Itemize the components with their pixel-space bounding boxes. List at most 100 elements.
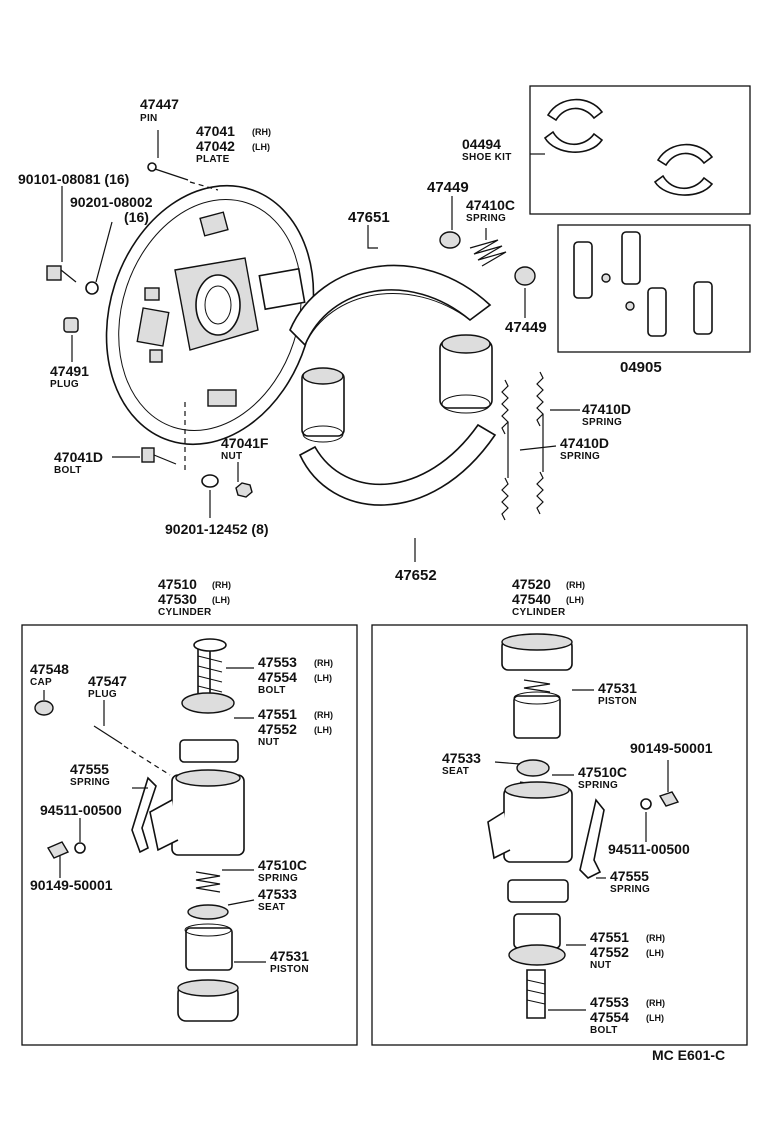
lc-h1-num: 47510: [158, 576, 197, 592]
repair-kit-illustration: [573, 231, 713, 337]
shoe-kit-box: [529, 85, 751, 215]
rc-h1-side: (RH): [566, 580, 585, 590]
rc-47531-name: PISTON: [598, 696, 637, 707]
label-47410d2-num: 47410D: [560, 435, 609, 451]
return-springs-47410d: [501, 371, 544, 521]
rc-47510c-num: 47510C: [578, 764, 627, 780]
rc-47555-name: SPRING: [610, 884, 650, 895]
label-47410d1-name: SPRING: [582, 417, 622, 428]
lc-47555-num: 47555: [70, 761, 109, 777]
rc-47552-num: 47552: [590, 944, 629, 960]
rc-h1-num: 47520: [512, 576, 551, 592]
label-47447-name: PIN: [140, 113, 158, 124]
brake-shoe-upper-47651: [289, 264, 492, 347]
right-cylinder-exploded: [487, 633, 573, 1019]
label-47041-side: (RH): [252, 127, 271, 137]
wheel-cylinder-left: [301, 367, 345, 443]
washer-94511-right: [640, 798, 652, 810]
rc-h2-side: (LH): [566, 595, 584, 605]
label-90201a-qty: (16): [124, 209, 149, 225]
lc-h2-side: (LH): [212, 595, 230, 605]
label-47449b: 47449: [505, 319, 547, 336]
label-47041d-num: 47041D: [54, 449, 103, 465]
lc-94511: 94511-00500: [40, 802, 122, 818]
lc-47551-num: 47551: [258, 706, 297, 722]
label-47449a: 47449: [427, 179, 469, 196]
label-47410c-num: 47410C: [466, 197, 515, 213]
right-cylinder-box: [371, 624, 748, 1046]
cap-47548: [34, 700, 54, 716]
lc-47547-num: 47547: [88, 673, 127, 689]
pin-47447: [147, 162, 219, 191]
lc-47533-num: 47533: [258, 886, 297, 902]
rc-47552-name: NUT: [590, 960, 611, 971]
rc-94511: 94511-00500: [608, 841, 690, 857]
rc-90149: 90149-50001: [630, 740, 713, 756]
spring-clip-47555-left: [131, 776, 157, 854]
lc-h2-name: CYLINDER: [158, 607, 212, 618]
label-04494-name: SHOE KIT: [462, 152, 512, 163]
plug-47547: [93, 725, 171, 776]
lc-47555-name: SPRING: [70, 777, 110, 788]
left-cylinder-box: [21, 624, 358, 1046]
rc-47552-side: (LH): [646, 948, 664, 958]
label-04494-num: 04494: [462, 136, 501, 152]
brake-shoe-lower-47652: [298, 423, 497, 506]
cap-47449-lower: [514, 266, 536, 286]
lc-47551-side: (RH): [314, 710, 333, 720]
lc-47547-name: PLUG: [88, 689, 117, 700]
rc-47510c-name: SPRING: [578, 780, 618, 791]
label-47652: 47652: [395, 567, 437, 584]
label-47447-num: 47447: [140, 96, 179, 112]
repair-kit-box: [557, 224, 751, 353]
label-90201a-num: 90201-08002: [70, 194, 153, 210]
rc-47551-num: 47551: [590, 929, 629, 945]
lc-47531-name: PISTON: [270, 964, 309, 975]
label-47491-num: 47491: [50, 363, 89, 379]
label-47042-name: PLATE: [196, 154, 230, 165]
label-47491-name: PLUG: [50, 379, 79, 390]
washer-94511-left: [74, 842, 86, 854]
nut-47041f: [235, 482, 253, 498]
bolt-47041d: [141, 400, 186, 470]
lc-47553-num: 47553: [258, 654, 297, 670]
rc-47554-name: BOLT: [590, 1025, 618, 1036]
lc-47533-name: SEAT: [258, 902, 285, 913]
label-47041-num: 47041: [196, 123, 235, 139]
label-47041f-name: NUT: [221, 451, 242, 462]
lc-47552-side: (LH): [314, 725, 332, 735]
rc-47553-num: 47553: [590, 994, 629, 1010]
label-47410d2-name: SPRING: [560, 451, 600, 462]
label-90201b: 90201-12452 (8): [165, 521, 269, 537]
rc-47531-num: 47531: [598, 680, 637, 696]
rc-47555-num: 47555: [610, 868, 649, 884]
lc-47552-name: NUT: [258, 737, 279, 748]
lc-47548-num: 47548: [30, 661, 69, 677]
bolt-90101: [46, 265, 77, 283]
spring-clip-47555-right: [579, 798, 605, 879]
label-47042-side: (LH): [252, 142, 270, 152]
label-47042-num: 47042: [196, 138, 235, 154]
lc-47554-side: (LH): [314, 673, 332, 683]
lc-47531-num: 47531: [270, 948, 309, 964]
diagram-code: MC E601-C: [652, 1047, 725, 1063]
lc-h1-side: (RH): [212, 580, 231, 590]
label-47651: 47651: [348, 209, 390, 226]
cap-47449-upper: [439, 231, 461, 249]
washer-90201-12452: [201, 474, 219, 488]
label-47041d-name: BOLT: [54, 465, 82, 476]
lc-47554-name: BOLT: [258, 685, 286, 696]
washer-90201: [85, 281, 99, 295]
lc-47510c-num: 47510C: [258, 857, 307, 873]
rc-47533-name: SEAT: [442, 766, 469, 777]
label-47410d1-num: 47410D: [582, 401, 631, 417]
lc-47552-num: 47552: [258, 721, 297, 737]
label-90101: 90101-08081 (16): [18, 171, 129, 187]
rc-47554-side: (LH): [646, 1013, 664, 1023]
lc-47510c-name: SPRING: [258, 873, 298, 884]
screw-90149-left: [46, 841, 70, 859]
label-47041f-num: 47041F: [221, 435, 269, 451]
rc-h2-num: 47540: [512, 591, 551, 607]
leader-lines: [43, 130, 669, 1011]
